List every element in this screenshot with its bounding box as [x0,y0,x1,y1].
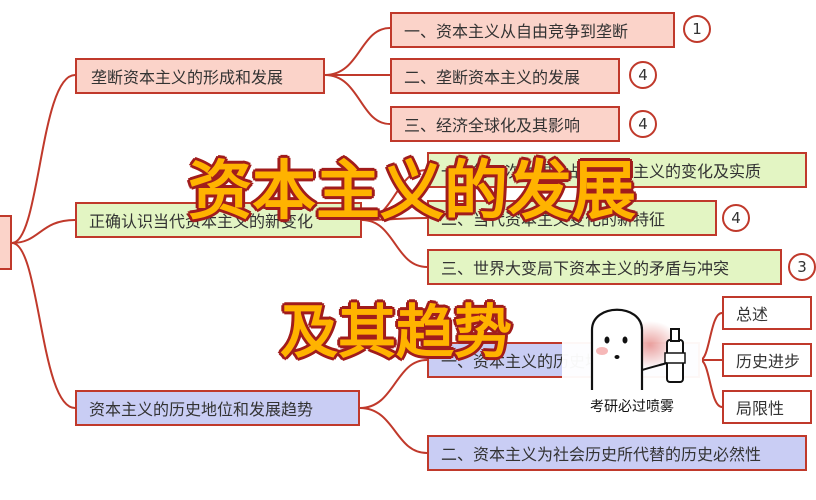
branch-1-child-1-label: 一、资本主义从自由竞争到垄断 [404,22,629,41]
ghost-spray-icon [590,308,686,390]
badge-b1c2: 4 [629,61,657,89]
branch-1-child-2-label: 二、垄断资本主义的发展 [404,68,581,87]
overlay-title-line-2: 及其趋势 [280,298,513,366]
connector-b2-c1 [361,169,428,221]
branch-1-child-3-label: 三、经济全球化及其影响 [404,116,581,135]
connector-b2-c2 [361,217,428,221]
connector-b3-c1 [359,359,428,409]
root-node [0,215,12,270]
branch-3-child-2-label: 二、资本主义为社会历史所代替的历史必然性 [441,445,762,464]
branch-node-1[interactable]: 垄断资本主义的形成和发展 [75,58,325,94]
connector-root-branch-3 [11,242,76,409]
branch-2-child-2-label: 二、当代资本主义变化的新特征 [441,210,666,229]
sub-node-historical-progress[interactable]: 历史进步 [722,343,812,377]
branch-3-child-2[interactable]: 二、资本主义为社会历史所代替的历史必然性 [427,435,807,471]
badge-b1c1: 1 [683,15,711,43]
connector-b1-c3 [324,74,391,125]
connector-b3-c2 [359,407,428,454]
sub-node-limitations[interactable]: 局限性 [722,390,812,424]
connector-root-branch-2 [11,219,76,244]
badge-b2c2: 4 [722,204,750,232]
connector-sub-1 [699,312,723,361]
branch-label-1: 垄断资本主义的形成和发展 [91,68,284,87]
sub-node-summary[interactable]: 总述 [722,296,812,330]
branch-1-child-1[interactable]: 一、资本主义从自由竞争到垄断 [390,12,675,48]
connector-b1-c1 [324,27,391,76]
branch-1-child-2[interactable]: 二、垄断资本主义的发展 [390,58,620,94]
connector-sub-3 [699,359,723,408]
branch-2-child-3[interactable]: 三、世界大变局下资本主义的矛盾与冲突 [427,249,782,285]
branch-1-child-3[interactable]: 三、经济全球化及其影响 [390,106,620,142]
branch-2-child-1-label: 一、第二次世界大战后资本主义的变化及实质 [441,162,762,181]
branch-node-2[interactable]: 正确认识当代资本主义的新变化 [75,202,362,238]
branch-label-3: 资本主义的历史地位和发展趋势 [89,400,314,419]
branch-2-child-3-label: 三、世界大变局下资本主义的矛盾与冲突 [441,259,730,278]
badge-b1c3: 4 [629,110,657,138]
branch-2-child-2[interactable]: 二、当代资本主义变化的新特征 [427,200,717,236]
meme-sticker: 考研必过喷雾 [562,285,702,420]
branch-node-3[interactable]: 资本主义的历史地位和发展趋势 [75,390,360,426]
overlay-title-line-1: 资本主义的发展 [188,154,636,229]
branch-2-child-1[interactable]: 一、第二次世界大战后资本主义的变化及实质 [427,152,807,188]
connector-root-branch-1 [11,74,76,244]
connector-b2-c3 [361,219,428,268]
branch-label-2: 正确认识当代资本主义的新变化 [89,212,314,231]
sticker-caption: 考研必过喷雾 [590,398,674,414]
badge-b2c3: 3 [788,253,816,281]
